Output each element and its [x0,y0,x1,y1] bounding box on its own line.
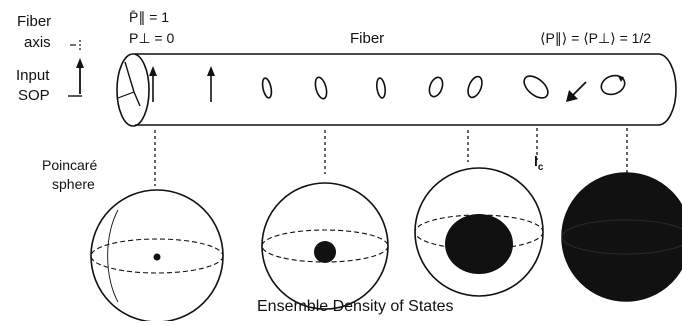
fiber-tube [116,53,677,127]
sphere-3-state-cloud [445,214,513,274]
sphere-1-equator [90,238,224,274]
dashed-connectors [154,128,628,186]
poincare-sphere-4 [561,172,682,302]
fiber-output-end [657,53,677,126]
fiber-axis-label-line1: Fiber [17,13,52,30]
poincare-label-line1: Poincaré [42,157,98,173]
poincare-sphere-1 [90,189,224,323]
elliptical-state-3 [376,77,386,99]
p-perp-start: P⊥ = 0 [129,30,175,46]
input-face-marker-2 [133,91,141,107]
elliptical-state-6 [523,75,549,99]
fiber-axis-label-line2: axis [24,34,51,51]
input-sop-indicator [68,58,84,97]
diagonal-arrowhead [566,90,578,102]
input-face-marker [124,61,135,93]
sphere-1-state-dot [153,253,161,261]
linear-state-1-head [149,66,157,76]
fiber-title: Fiber [350,30,385,47]
sphere-4-equator [561,219,682,255]
polarization-states [149,66,626,102]
final-ellipse-arrowhead [618,76,624,82]
input-sop-label-line1: Input [16,67,50,84]
fiber-input-face [116,53,150,127]
diagram-caption: Ensemble Density of States [257,298,454,315]
coherence-length-subscript: c [537,161,544,173]
poincare-sphere-2 [261,182,389,310]
coherence-length-symbol: l [534,153,538,169]
elliptical-state-4 [428,76,444,98]
elliptical-state-5 [467,75,483,99]
input-face-marker-3 [117,91,135,99]
poincare-label-line2: sphere [52,176,95,192]
input-sop-label-line2: SOP [18,87,50,104]
sphere-2-state-cloud [314,241,336,263]
linear-state-2-head [207,66,215,76]
elliptical-state-2 [314,76,328,100]
p-average-end: ⟨P∥⟩ = ⟨P⊥⟩ = 1/2 [540,30,652,46]
sphere-4-filled [561,172,682,302]
fiber-axis-indicator [70,40,81,50]
sphere-1-meridian [107,209,119,303]
coherence-length-label: lc [534,154,543,173]
p-parallel-start: P̄∥ = 1 [129,9,170,25]
input-sop-arrowhead [76,58,84,68]
poincare-sphere-3 [414,167,544,297]
final-polarization-ellipse [600,74,626,96]
elliptical-state-1 [261,77,273,99]
